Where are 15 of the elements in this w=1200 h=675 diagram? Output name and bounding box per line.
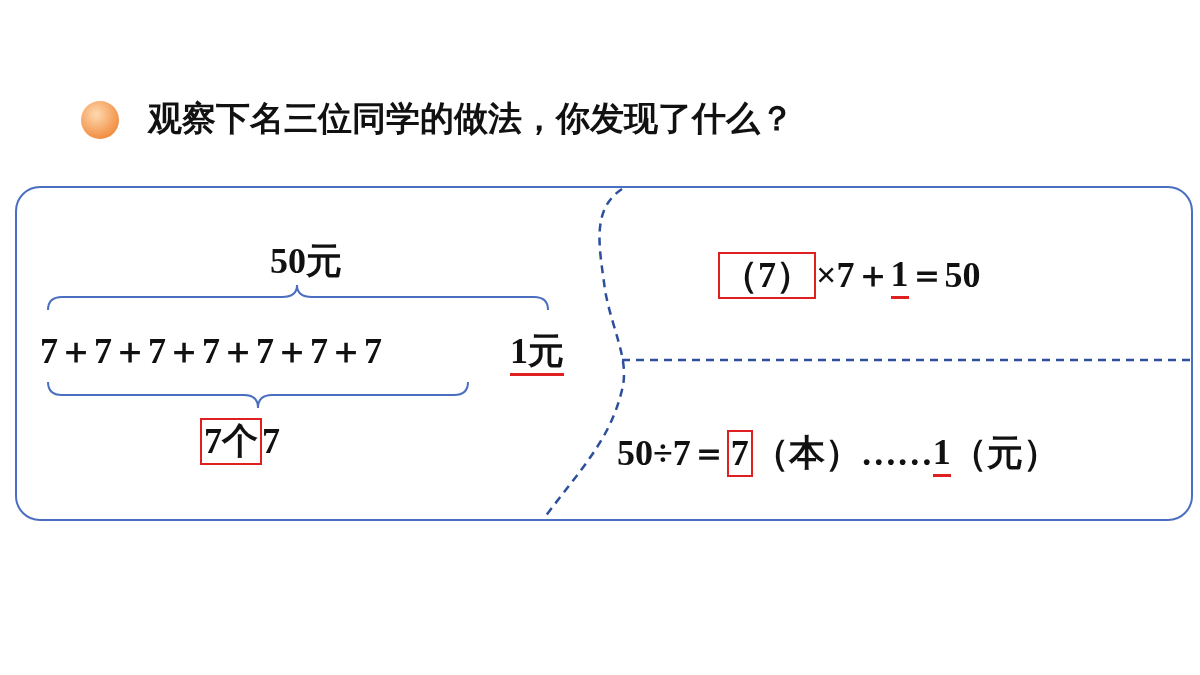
expression-part: ＝50 bbox=[908, 254, 981, 297]
unit-label: （本）…… bbox=[752, 432, 933, 475]
remainder-number: 1 bbox=[890, 252, 909, 299]
division-expression: 50÷7＝ bbox=[617, 432, 727, 475]
heading: 观察下名三位同学的做法，你发现了什么？ bbox=[148, 98, 794, 139]
unit-label: （元） bbox=[950, 432, 1059, 475]
remainder-amount: 1元 bbox=[510, 330, 564, 377]
expression-part: ×7＋ bbox=[816, 254, 891, 297]
addition-expression: 7＋7＋7＋7＋7＋7＋7 bbox=[40, 330, 382, 373]
amount-label: 50元 bbox=[270, 240, 342, 283]
quotient-number: 7 bbox=[726, 430, 753, 478]
unknown-factor: （7） bbox=[718, 252, 816, 300]
remainder-number: 1 bbox=[932, 430, 951, 477]
group-size: 7 bbox=[262, 420, 280, 463]
group-count: 7个 bbox=[200, 418, 262, 466]
